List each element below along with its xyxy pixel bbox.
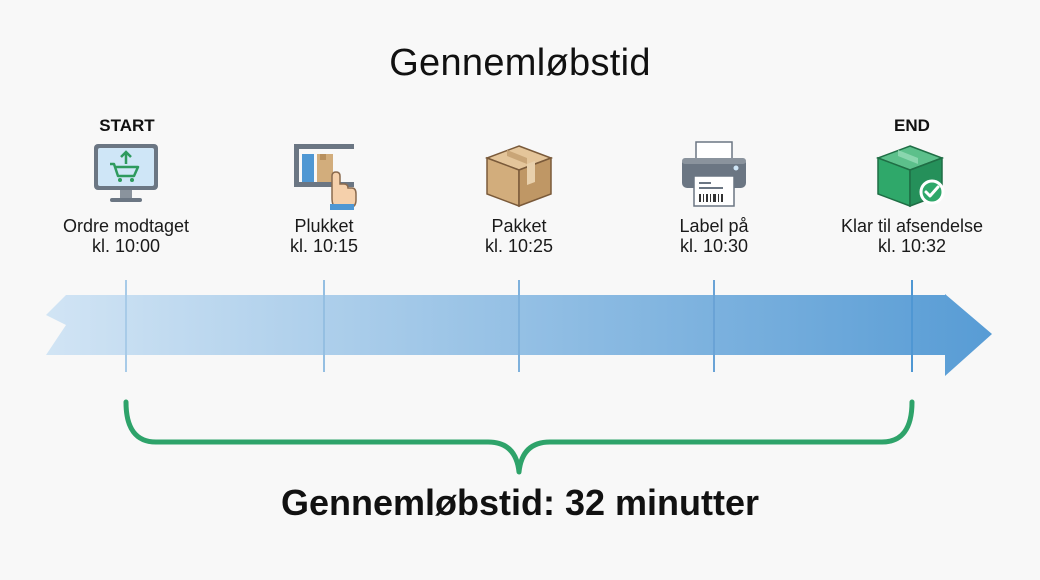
printer-label-icon — [682, 141, 746, 207]
box-icon — [484, 145, 554, 208]
step-time: kl. 10:30 — [679, 236, 749, 256]
step-time: kl. 10:15 — [289, 236, 359, 256]
step-time: kl. 10:25 — [484, 236, 554, 256]
step-pakket: Pakket kl. 10:25 — [419, 140, 619, 256]
step-label: Klar til afsendelse — [840, 216, 984, 236]
box-check-icon — [875, 145, 945, 208]
diagram-title: Gennemløbstid — [389, 42, 651, 84]
step-klar-til-afsendelse: Klar til afsendelse kl. 10:32 — [812, 140, 1012, 256]
total-duration-summary: Gennemløbstid: 32 minutter — [280, 482, 760, 523]
step-label: Plukket — [294, 216, 354, 236]
step-label: Label på — [679, 216, 749, 236]
step-label: Pakket — [491, 216, 547, 236]
duration-brace — [123, 399, 915, 475]
computer-cart-icon — [94, 144, 158, 202]
end-marker: END — [894, 116, 930, 135]
step-time: kl. 10:32 — [877, 236, 947, 256]
timeline-arrow — [46, 280, 992, 376]
step-plukket: Plukket kl. 10:15 — [224, 140, 424, 256]
step-ordre-modtaget: Ordre modtaget kl. 10:00 — [26, 140, 226, 256]
step-label: Ordre modtaget — [62, 216, 190, 236]
shelf-hand-icon — [294, 144, 357, 210]
step-label-paa: Label på kl. 10:30 — [614, 140, 814, 256]
start-marker: START — [99, 116, 155, 135]
step-time: kl. 10:00 — [91, 236, 161, 256]
